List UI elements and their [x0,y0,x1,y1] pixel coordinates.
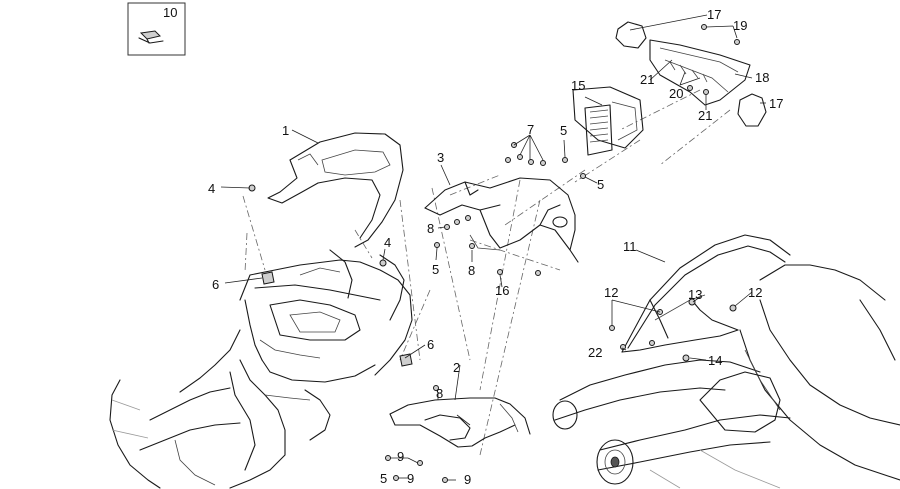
callout-12a: 12 [604,285,618,300]
callout-21b: 21 [698,108,712,123]
part-6-clips [261,271,413,367]
part-10-inset [127,2,186,56]
callout-11: 11 [623,239,637,254]
callout-10: 10 [163,5,177,20]
callout-9c: 9 [464,472,471,487]
callout-14: 14 [708,353,722,368]
callout-9b: 9 [407,471,414,486]
callout-6a: 6 [212,277,219,292]
part-1-rear-cowl [267,132,404,248]
part-2-lower-bracket [389,397,531,448]
callout-21a: 21 [640,72,654,87]
part-11-rear-hugger [621,234,791,353]
callout-17a: 17 [707,7,721,22]
assembly-lines [242,89,731,456]
callout-19: 19 [733,18,747,33]
callout-13: 13 [688,287,702,302]
callout-16: 16 [495,283,509,298]
part-17-reflectors [615,21,767,127]
callout-15: 15 [571,78,585,93]
hardware-fasteners [248,24,740,483]
callout-2: 2 [453,360,460,375]
callout-18: 18 [755,70,769,85]
callout-5c: 5 [597,177,604,192]
callout-9a: 9 [397,449,404,464]
callout-12b: 12 [748,285,762,300]
callout-6b: 6 [427,337,434,352]
callout-leaders [220,14,766,481]
rear-frame [109,249,413,489]
callout-4b: 4 [384,235,391,250]
callout-1: 1 [282,123,289,138]
callout-5a: 5 [432,262,439,277]
callout-3: 3 [437,150,444,165]
callout-7: 7 [527,122,534,137]
callout-labels: 10 1 4 4 6 6 3 7 8 8 8 5 5 5 5 2 9 9 9 1… [163,5,783,487]
callout-17b: 17 [769,96,783,111]
callout-8c: 8 [436,386,443,401]
callout-22: 22 [588,345,602,360]
callout-5b: 5 [560,123,567,138]
part-3-tail-bracket [424,177,579,263]
callout-8b: 8 [468,263,475,278]
callout-20: 20 [669,86,683,101]
callout-5d: 5 [380,471,387,486]
callout-8a: 8 [427,221,434,236]
part-15-control-unit [572,86,644,156]
swingarm-wheel-area [552,264,900,489]
part-18-plate-holder [649,39,751,106]
callout-4a: 4 [208,181,215,196]
